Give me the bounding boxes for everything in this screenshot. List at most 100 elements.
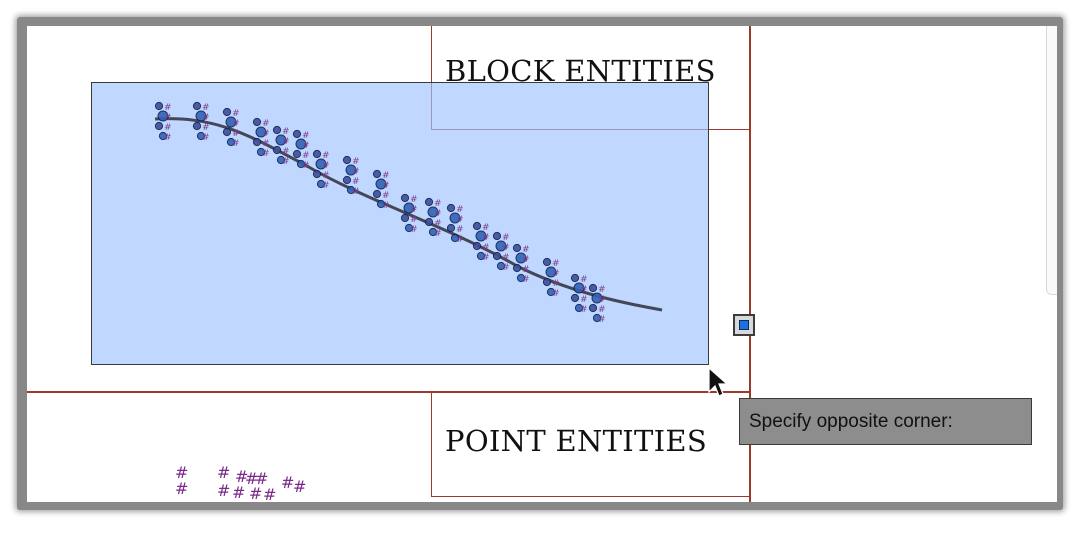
block-marker xyxy=(312,149,322,159)
block-marker xyxy=(512,243,522,253)
block-marker-hatch: # xyxy=(202,133,210,143)
block-marker-hatch: # xyxy=(522,245,530,255)
block-marker xyxy=(196,131,206,141)
block-entities-drawing: ########################################… xyxy=(154,101,663,325)
block-marker xyxy=(252,117,262,127)
alignment-curve xyxy=(154,117,663,312)
block-marker-hatch: # xyxy=(352,187,360,197)
point-marker: # xyxy=(232,483,245,502)
block-marker-hatch: # xyxy=(382,171,390,181)
block-marker xyxy=(372,169,382,179)
point-marker: # xyxy=(175,463,188,482)
block-marker xyxy=(400,213,410,223)
selection-window xyxy=(91,82,709,365)
block-marker xyxy=(272,145,282,155)
block-marker-hatch: # xyxy=(482,253,490,263)
block-marker-hatch: # xyxy=(552,289,560,299)
block-marker xyxy=(403,202,415,214)
block-marker xyxy=(475,230,487,242)
block-marker xyxy=(292,149,302,159)
block-marker xyxy=(515,252,527,264)
block-marker xyxy=(592,313,602,323)
block-marker xyxy=(449,212,461,224)
block-marker-hatch: # xyxy=(282,127,290,137)
block-marker xyxy=(255,126,267,138)
block-marker xyxy=(346,185,356,195)
point-marker: # xyxy=(263,485,276,502)
block-marker xyxy=(157,110,169,122)
sheet-border-horizontal xyxy=(27,391,750,393)
block-marker xyxy=(573,282,585,294)
block-marker-hatch: # xyxy=(502,233,510,243)
block-marker xyxy=(316,179,326,189)
block-marker xyxy=(512,263,522,273)
block-marker xyxy=(252,137,262,147)
block-marker xyxy=(276,155,286,165)
block-marker-hatch: # xyxy=(322,161,330,171)
block-marker-hatch: # xyxy=(202,103,210,113)
block-marker xyxy=(588,303,598,313)
block-marker-hatch: # xyxy=(262,129,270,139)
block-marker-hatch: # xyxy=(502,243,510,253)
point-entity-markers: ############ xyxy=(175,463,306,502)
block-marker xyxy=(256,147,266,157)
point-marker: # xyxy=(217,481,230,500)
block-marker xyxy=(450,233,460,243)
block-marker xyxy=(222,127,232,137)
block-marker-hatch: # xyxy=(262,139,270,149)
block-marker xyxy=(427,206,439,218)
block-marker-hatch: # xyxy=(482,223,490,233)
block-marker xyxy=(424,217,434,227)
block-marker xyxy=(495,240,507,252)
block-marker xyxy=(570,273,580,283)
block-marker-hatch: # xyxy=(522,275,530,285)
block-marker-hatch: # xyxy=(502,253,510,263)
block-marker-hatch: # xyxy=(552,279,560,289)
block-marker-hatch: # xyxy=(322,181,330,191)
block-marker xyxy=(542,257,552,267)
point-marker: # xyxy=(293,477,306,496)
point-marker: # xyxy=(245,469,258,488)
block-marker xyxy=(574,303,584,313)
block-marker xyxy=(545,266,557,278)
block-marker xyxy=(226,137,236,147)
drawing-canvas[interactable]: BLOCK ENTITIES #########################… xyxy=(27,26,1057,502)
block-marker-hatch: # xyxy=(456,225,464,235)
block-marker-hatch: # xyxy=(456,205,464,215)
block-marker xyxy=(492,231,502,241)
block-marker-hatch: # xyxy=(262,119,270,129)
block-marker xyxy=(492,251,502,261)
block-marker xyxy=(496,261,506,271)
block-marker-hatch: # xyxy=(434,199,442,209)
block-marker-hatch: # xyxy=(580,295,588,305)
point-entities-label: POINT ENTITIES xyxy=(445,424,708,458)
block-marker-hatch: # xyxy=(598,305,606,315)
block-marker-hatch: # xyxy=(232,109,240,119)
point-marker: # xyxy=(281,473,294,492)
block-marker xyxy=(546,287,556,297)
block-marker xyxy=(446,223,456,233)
block-marker xyxy=(424,197,434,207)
block-marker-hatch: # xyxy=(580,305,588,315)
block-marker xyxy=(192,101,202,111)
block-marker-hatch: # xyxy=(482,243,490,253)
block-marker xyxy=(472,241,482,251)
block-marker xyxy=(404,223,414,233)
block-marker-hatch: # xyxy=(410,225,418,235)
block-marker xyxy=(476,251,486,261)
block-marker-hatch: # xyxy=(232,139,240,149)
block-marker-hatch: # xyxy=(302,151,310,161)
pickbox-center-icon xyxy=(739,320,749,330)
block-marker xyxy=(295,138,307,150)
block-marker-hatch: # xyxy=(202,113,210,123)
block-marker-hatch: # xyxy=(352,177,360,187)
pickbox-cursor xyxy=(733,314,755,336)
point-marker: # xyxy=(255,469,268,488)
block-marker xyxy=(542,277,552,287)
block-marker-hatch: # xyxy=(434,229,442,239)
block-marker xyxy=(292,129,302,139)
vertical-scrollbar[interactable] xyxy=(1046,26,1057,295)
block-marker-hatch: # xyxy=(522,255,530,265)
block-marker xyxy=(275,134,287,146)
block-marker xyxy=(158,131,168,141)
